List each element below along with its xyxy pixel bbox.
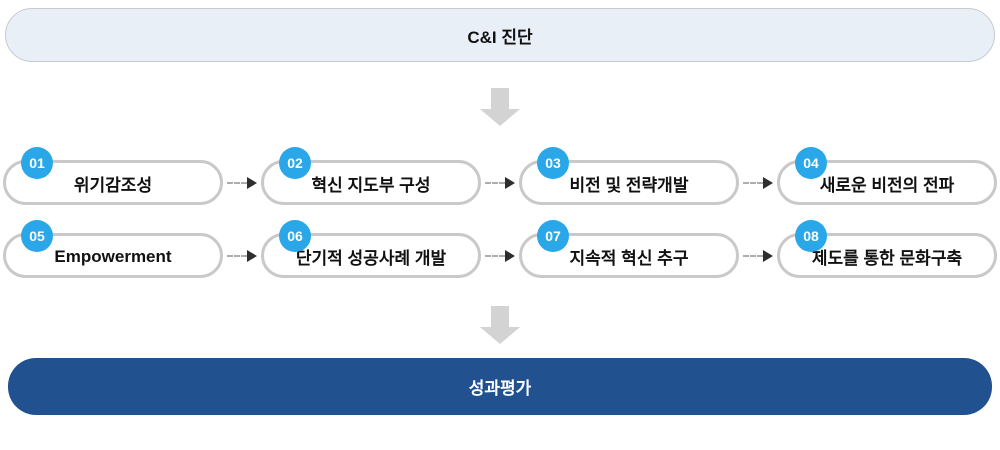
dash-line (227, 254, 247, 257)
step-label: 비전 및 전략개발 (569, 176, 689, 195)
dashed-right-arrow-icon (481, 249, 519, 262)
step-07: 07 지속적 혁신 추구 (519, 220, 739, 278)
diagnosis-banner-label: C&I 진단 (467, 27, 533, 47)
diagnosis-banner: C&I 진단 (5, 8, 995, 62)
step-label: Empowerment (54, 246, 172, 266)
arrowhead (247, 176, 257, 189)
dash-line (227, 181, 247, 184)
arrowhead (763, 176, 773, 189)
step-number-badge: 08 (795, 220, 827, 252)
step-label: 제도를 통한 문화구축 (811, 249, 963, 268)
dashed-right-arrow-icon (223, 176, 261, 189)
step-04: 04 새로운 비전의 전파 (777, 147, 997, 205)
step-number-badge: 05 (21, 220, 53, 252)
arrowhead (505, 249, 515, 262)
step-01: 01 위기감조성 (3, 147, 223, 205)
dashed-right-arrow-icon (739, 249, 777, 262)
dash-line (743, 181, 763, 184)
step-number-badge: 03 (537, 147, 569, 179)
arrowhead (505, 176, 515, 189)
step-label: 혁신 지도부 구성 (311, 176, 431, 195)
dashed-right-arrow-icon (481, 176, 519, 189)
evaluation-banner-label: 성과평가 (468, 379, 532, 398)
step-number-badge: 02 (279, 147, 311, 179)
step-08: 08 제도를 통한 문화구축 (777, 220, 997, 278)
dash-line (485, 254, 505, 257)
dash-line (485, 181, 505, 184)
arrowhead (247, 249, 257, 262)
evaluation-banner: 성과평가 (8, 358, 992, 415)
down-arrow-icon (480, 306, 520, 344)
step-number-badge: 06 (279, 220, 311, 252)
step-number-badge: 04 (795, 147, 827, 179)
step-label: 지속적 혁신 추구 (569, 249, 689, 268)
dashed-right-arrow-icon (739, 176, 777, 189)
step-label: 위기감조성 (73, 176, 153, 195)
dashed-right-arrow-icon (223, 249, 261, 262)
step-row-2: 05 Empowerment 06 단기적 성공사례 개발 07 지속적 혁신 … (3, 220, 997, 278)
step-label: 단기적 성공사례 개발 (295, 249, 447, 268)
step-label: 새로운 비전의 전파 (819, 176, 955, 195)
arrowhead (763, 249, 773, 262)
step-02: 02 혁신 지도부 구성 (261, 147, 481, 205)
step-03: 03 비전 및 전략개발 (519, 147, 739, 205)
down-arrow-icon (480, 88, 520, 126)
step-05: 05 Empowerment (3, 220, 223, 278)
dash-line (743, 254, 763, 257)
step-row-1: 01 위기감조성 02 혁신 지도부 구성 03 비전 및 전략개발 04 새로… (3, 147, 997, 205)
step-number-badge: 01 (21, 147, 53, 179)
step-number-badge: 07 (537, 220, 569, 252)
step-06: 06 단기적 성공사례 개발 (261, 220, 481, 278)
